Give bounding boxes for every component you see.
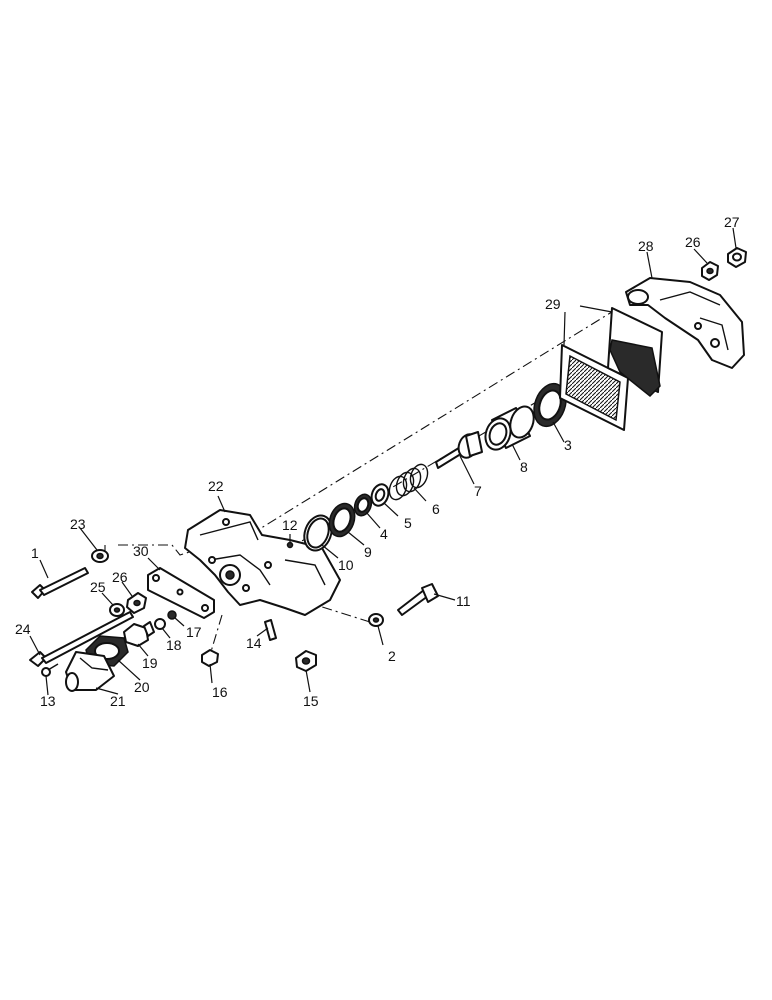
part-26-nut-left bbox=[126, 592, 147, 614]
callout-9: 9 bbox=[364, 544, 372, 560]
part-12-pin bbox=[286, 541, 294, 549]
part-4-ring bbox=[353, 493, 373, 517]
part-27-nut bbox=[727, 247, 747, 268]
part-24-bolt bbox=[29, 611, 134, 667]
callout-7: 7 bbox=[474, 483, 482, 499]
callout-20: 20 bbox=[134, 679, 150, 695]
part-28-caliper-bracket bbox=[625, 277, 745, 369]
callout-15: 15 bbox=[303, 693, 319, 709]
callout-11: 11 bbox=[456, 593, 471, 609]
part-5-washer bbox=[370, 483, 390, 507]
callout-13: 13 bbox=[40, 693, 56, 709]
callout-26-left: 26 bbox=[112, 569, 128, 585]
part-6-spring bbox=[388, 463, 429, 501]
callout-5: 5 bbox=[404, 515, 412, 531]
part-15-nut bbox=[295, 650, 317, 672]
part-30-gasket bbox=[147, 567, 215, 619]
callout-18: 18 bbox=[166, 637, 182, 653]
callout-25: 25 bbox=[90, 579, 106, 595]
callout-8: 8 bbox=[520, 459, 528, 475]
callout-16: 16 bbox=[212, 684, 228, 700]
callout-21: 21 bbox=[110, 693, 126, 709]
callout-27: 27 bbox=[724, 214, 740, 230]
part-7-piston-rod bbox=[435, 431, 483, 469]
callout-19: 19 bbox=[142, 655, 158, 671]
callout-12: 12 bbox=[282, 517, 298, 533]
part-21-cover bbox=[65, 651, 115, 692]
leader-lines bbox=[29, 227, 737, 696]
part-13-screw bbox=[41, 663, 59, 677]
callout-10: 10 bbox=[338, 557, 354, 573]
callout-6: 6 bbox=[432, 501, 440, 517]
callout-29: 29 bbox=[545, 296, 561, 312]
callout-3: 3 bbox=[564, 437, 572, 453]
part-9-seal bbox=[328, 502, 356, 538]
part-1-bolt bbox=[31, 567, 89, 599]
part-16-bolt bbox=[201, 649, 219, 667]
part-17-plug bbox=[167, 610, 177, 620]
part-29-brake-pads bbox=[559, 307, 663, 431]
part-18-ball bbox=[154, 618, 166, 630]
callout-26-right: 26 bbox=[685, 234, 701, 250]
part-10-o-ring bbox=[303, 514, 333, 552]
part-8-piston bbox=[484, 405, 535, 451]
part-2-washer bbox=[368, 613, 384, 627]
callout-23: 23 bbox=[70, 516, 86, 532]
part-26-nut-right bbox=[701, 261, 719, 281]
callout-14: 14 bbox=[246, 635, 262, 651]
part-23-washer bbox=[91, 549, 109, 563]
callout-22: 22 bbox=[208, 478, 224, 494]
part-14-pin bbox=[264, 619, 277, 641]
callout-2: 2 bbox=[388, 648, 396, 664]
part-19-fitting bbox=[123, 621, 155, 647]
callout-30: 30 bbox=[133, 543, 149, 559]
part-25-washer bbox=[109, 603, 125, 617]
callout-17: 17 bbox=[186, 624, 202, 640]
callout-24: 24 bbox=[15, 621, 31, 637]
callout-labels: 1 2 3 4 5 6 7 8 9 10 11 12 13 14 15 16 1… bbox=[15, 214, 740, 709]
part-11-bolt bbox=[397, 583, 439, 616]
part-3-dust-seal bbox=[533, 382, 567, 428]
callout-1: 1 bbox=[31, 545, 39, 561]
part-22-housing bbox=[184, 509, 341, 616]
callout-28: 28 bbox=[638, 238, 654, 254]
callout-4: 4 bbox=[380, 526, 388, 542]
